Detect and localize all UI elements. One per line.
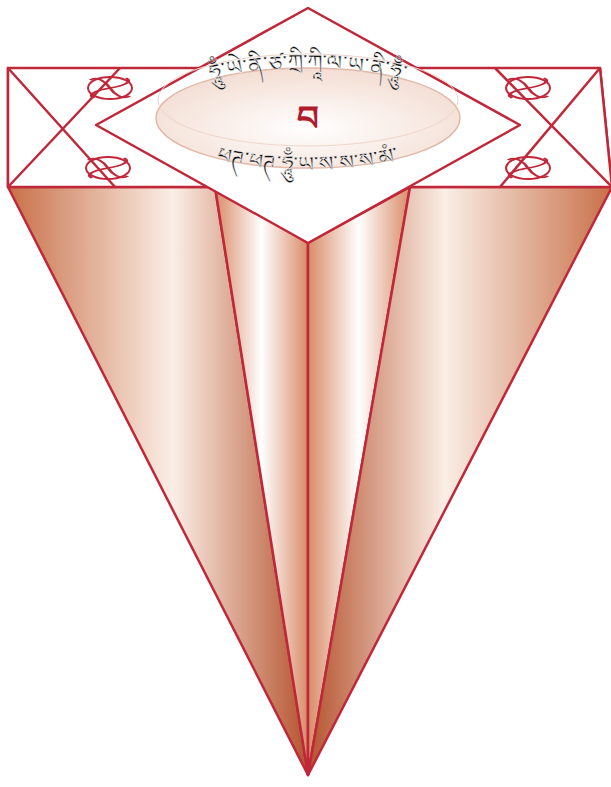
swirl-symbol xyxy=(86,157,130,179)
mantra-text: ཕཊ་ཕཊ་ཧཱུྃ་ཡ་ས་ས་ས་མཾ་ xyxy=(215,143,401,184)
pyramid-face xyxy=(215,187,308,775)
swirl-arm xyxy=(528,78,547,88)
swirl-arm xyxy=(509,168,528,178)
swirl-arm xyxy=(528,158,547,168)
pyramid-face xyxy=(308,187,611,775)
swirl-arm xyxy=(108,168,128,177)
swirl-outline xyxy=(506,77,550,99)
swirl-arm xyxy=(509,88,528,98)
swirl-arm xyxy=(508,79,528,88)
swirl-outline xyxy=(86,157,130,179)
swirl-outline xyxy=(88,77,132,99)
swirl-arm xyxy=(90,79,110,88)
star-edge xyxy=(495,68,611,187)
swirl-arm xyxy=(528,168,548,177)
pyramid-face xyxy=(8,187,308,775)
swirl-arm xyxy=(91,88,110,98)
swirl-outline xyxy=(506,157,550,179)
swirl-arm xyxy=(528,88,548,97)
star-edge xyxy=(8,68,120,187)
swirl-symbol xyxy=(88,77,132,99)
swirl-arm xyxy=(88,159,108,168)
swirl-arm xyxy=(110,78,129,88)
swirl-arm xyxy=(108,158,127,168)
seed-syllable: བ xyxy=(297,101,319,135)
pyramid-body xyxy=(8,68,611,775)
star-edge xyxy=(500,68,600,187)
swirl-arm xyxy=(508,159,528,168)
top-diamond xyxy=(96,8,520,243)
mantra-text: ཧཱུྃ་ཡེ་ནི་ཙ་ཀྲི་ཀཱི་ལ་ཡ་ནི་ཧཱུྃ་ xyxy=(204,46,410,93)
star-top xyxy=(8,8,611,243)
swirl-symbol xyxy=(506,77,550,99)
swirl-arm xyxy=(110,88,130,97)
swirl-arm xyxy=(89,168,108,178)
swirl-symbol xyxy=(506,157,550,179)
